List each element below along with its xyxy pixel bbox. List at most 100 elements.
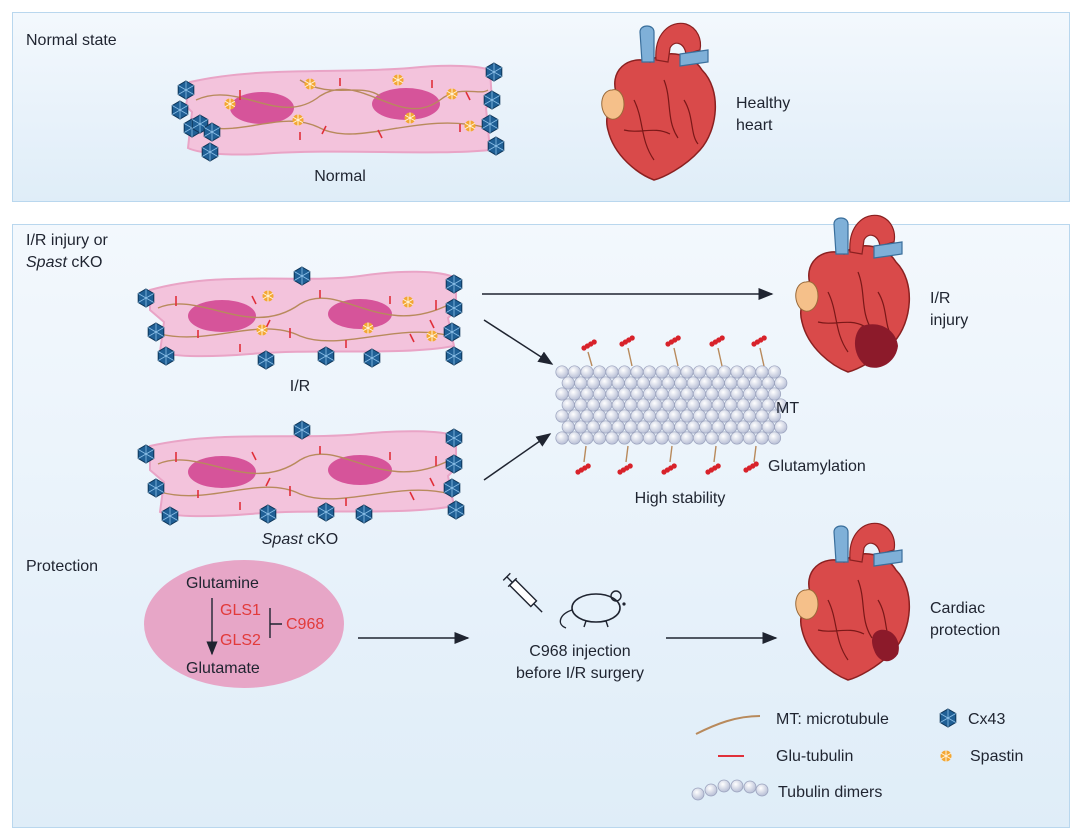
- tubulin-dimer: [567, 365, 582, 379]
- glutamate-label: Glutamate: [186, 660, 260, 677]
- tubulin-dimer: [767, 365, 782, 379]
- tubulin-dimer: [699, 398, 713, 412]
- tubulin-dimer: [761, 398, 775, 412]
- tubulin-dimer: [574, 420, 588, 434]
- tubulin-dimer: [705, 431, 719, 445]
- tubulin-dimer: [592, 387, 607, 401]
- tubulin-dimer: [611, 420, 625, 434]
- tubulin-dimer: [599, 376, 613, 390]
- tubulin-dimer: [605, 431, 619, 445]
- tubulin-dimer: [674, 376, 688, 390]
- tubulin-dimer: [699, 420, 713, 434]
- infarct-region: [854, 324, 898, 368]
- tubulin-dimer: [574, 376, 588, 390]
- tubulin-dimer: [655, 387, 669, 401]
- gls1-label: GLS1: [220, 602, 261, 619]
- tubulin-dimer: [686, 376, 700, 390]
- tubulin-dimer: [655, 409, 669, 423]
- tubulin-dimer: [655, 431, 669, 445]
- stable-microtubule: [555, 365, 788, 445]
- tubulin-dimer: [649, 420, 663, 434]
- tubulin-dimer: [580, 365, 594, 379]
- tubulin-dimer: [699, 376, 713, 390]
- legend-spastin-label: Spastin: [970, 748, 1024, 765]
- spast-cko-cardiomyocyte: [137, 420, 465, 526]
- cko-cell-label: Spast cKO: [261, 531, 339, 548]
- tubulin-dimer: [774, 398, 788, 412]
- healthy-heart-icon: [600, 22, 717, 181]
- tubulin-dimer: [649, 376, 663, 390]
- tubulin-dimer: [717, 409, 732, 423]
- tubulin-dimer: [705, 365, 719, 379]
- tubulin-dimer: [724, 420, 738, 434]
- tubulin-dimer: [599, 420, 613, 434]
- normal-cell-label: Normal: [314, 168, 366, 185]
- tubulin-dimer: [605, 387, 619, 401]
- tubulin-dimer: [692, 365, 707, 379]
- tubulin-dimer: [599, 398, 613, 412]
- legend-tubulin-dimers-label: Tubulin dimers: [778, 784, 883, 801]
- tubulin-dimer: [624, 376, 638, 390]
- legend-microtubule-label: MT: microtubule: [776, 711, 889, 728]
- tubulin-dimer: [705, 387, 719, 401]
- tubulin-dimer: [630, 365, 644, 379]
- tubulin-dimer: [742, 365, 757, 379]
- tubulin-dimer: [680, 365, 694, 379]
- tubulin-dimer: [667, 365, 682, 379]
- tubulin-dimer: [730, 409, 744, 423]
- tubulin-dimer: [624, 420, 638, 434]
- tubulin-dimer: [630, 431, 644, 445]
- tubulin-dimer: [692, 387, 707, 401]
- small-infarct-region: [872, 629, 899, 662]
- tubulin-dimer: [774, 420, 788, 434]
- tubulin-dimer: [742, 409, 757, 423]
- tubulin-dimer: [667, 387, 682, 401]
- tubulin-dimer: [680, 409, 694, 423]
- legend-tubulin-dimers-swatch: [691, 779, 769, 801]
- tubulin-dimer: [686, 420, 700, 434]
- tubulin-dimer: [555, 431, 569, 445]
- tubulin-dimer: [586, 376, 600, 390]
- injury-section-title-line2: Spast cKO: [26, 254, 103, 271]
- tubulin-dimer: [617, 409, 632, 423]
- tubulin-dimer: [730, 365, 744, 379]
- protection-heart-label-line1: Cardiac: [930, 600, 986, 617]
- c968-inhibitor-label: C968: [286, 616, 325, 633]
- tubulin-dimer: [730, 431, 744, 445]
- tubulin-dimer: [736, 398, 750, 412]
- tubulin-dimer: [661, 376, 675, 390]
- tubulin-dimer: [736, 420, 750, 434]
- tubulin-dimer: [755, 409, 769, 423]
- tubulin-dimer: [755, 387, 769, 401]
- tubulin-dimer: [736, 376, 750, 390]
- tubulin-dimer: [749, 376, 763, 390]
- injury-heart-label-line1: I/R: [930, 290, 951, 307]
- tubulin-dimer: [586, 398, 600, 412]
- legend-cx43-icon: [939, 708, 957, 728]
- tubulin-dimer: [580, 431, 594, 445]
- tubulin-dimer: [642, 409, 657, 423]
- tubulin-dimer: [749, 420, 763, 434]
- protection-heart-label-line2: protection: [930, 622, 1001, 639]
- tubulin-dimer: [636, 398, 650, 412]
- tubulin-dimer: [686, 398, 700, 412]
- tubulin-dimer: [586, 420, 600, 434]
- healthy-heart-label-line2: heart: [736, 117, 773, 134]
- tubulin-dimer: [555, 365, 569, 379]
- tubulin-dimer: [611, 376, 625, 390]
- legend-glu-tubulin-label: Glu-tubulin: [776, 748, 854, 765]
- glutaminolysis-ellipse: [144, 560, 344, 688]
- legend-spastin-icon: [940, 750, 952, 762]
- tubulin-dimer: [636, 376, 650, 390]
- tubulin-dimer: [592, 431, 607, 445]
- injection-label-line1: C968 injection: [529, 643, 631, 660]
- ir-cell-label: I/R: [289, 378, 311, 395]
- tubulin-dimer: [667, 431, 682, 445]
- tubulin-dimer: [711, 420, 725, 434]
- tubulin-dimer: [661, 420, 675, 434]
- tubulin-dimer: [642, 365, 657, 379]
- tubulin-dimer: [580, 409, 594, 423]
- tubulin-dimer: [617, 431, 632, 445]
- tubulin-dimer: [717, 365, 732, 379]
